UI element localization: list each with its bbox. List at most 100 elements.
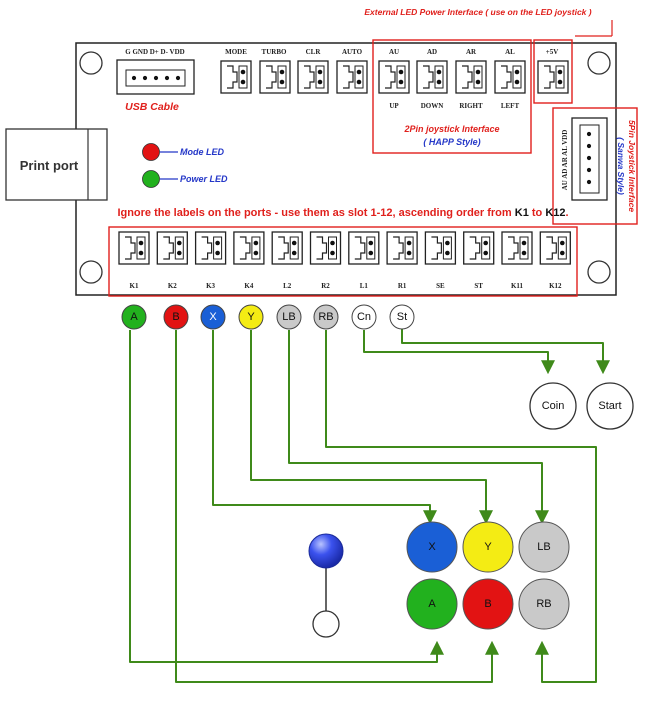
wire-a xyxy=(129,330,444,663)
port-k11-connector xyxy=(501,231,533,265)
port-label: R1 xyxy=(398,282,407,290)
sanwa-connector-inner xyxy=(579,124,600,194)
port-label: K12 xyxy=(549,282,562,290)
slot-instruction-k1: K1 xyxy=(515,207,529,219)
wire-cn xyxy=(363,330,555,375)
mount-hole-tl xyxy=(79,51,103,75)
wire-button-x-label: X xyxy=(209,311,217,323)
panel-a-button xyxy=(406,578,458,630)
right-label: RIGHT xyxy=(459,102,483,110)
wire-button-b xyxy=(163,304,189,330)
wires xyxy=(129,328,610,683)
port-label: R2 xyxy=(321,282,330,290)
top-2pin-connectors xyxy=(220,60,569,94)
port-k12-connector xyxy=(539,231,571,265)
print-port xyxy=(5,128,108,201)
port-label: K2 xyxy=(168,282,177,290)
port-label: K1 xyxy=(130,282,139,290)
top-connector-labels: MODE TURBO CLR AUTO AU AD AR AL +5V xyxy=(225,48,558,56)
mode-connector xyxy=(220,60,252,94)
key-ports-highlight-box xyxy=(108,226,578,297)
port-l1-connector xyxy=(348,231,380,265)
port-label: K3 xyxy=(206,282,215,290)
port-label: K4 xyxy=(244,282,253,290)
coin-button-label: Coin xyxy=(542,400,565,412)
happ-highlight-box xyxy=(372,39,532,154)
port-r2-connector xyxy=(309,231,342,265)
panel-y-label: Y xyxy=(484,541,492,553)
slot-instruction-suffix: . xyxy=(566,207,569,219)
direction-labels: UP DOWN RIGHT LEFT xyxy=(389,102,519,110)
clr-connector xyxy=(297,60,329,94)
panel-x-label: X xyxy=(428,541,436,553)
port-k4-connector xyxy=(233,231,265,265)
print-port-label: Print port xyxy=(20,158,79,173)
sanwa-style: ( Sanwa Style) xyxy=(616,137,626,195)
start-button xyxy=(586,382,634,430)
led-5v-highlight-box xyxy=(533,39,573,104)
ar-label: AR xyxy=(466,48,477,56)
auto-connector xyxy=(336,60,368,94)
wire-button-cn-label: Cn xyxy=(357,311,371,323)
port-st-connector xyxy=(463,231,495,265)
usb-pin-labels: G GND D+ D- VDD xyxy=(125,48,184,56)
usb-cable-label: USB Cable xyxy=(125,101,179,113)
port-l2-connector xyxy=(271,231,303,265)
panel-b-label: B xyxy=(484,598,491,610)
port-label: SE xyxy=(436,282,445,290)
slot-instruction-prefix: Ignore the labels on the ports - use the… xyxy=(117,207,514,219)
wire-x xyxy=(212,330,437,525)
mode-label: MODE xyxy=(225,48,247,56)
port-r1-connector xyxy=(386,231,418,265)
wire-st xyxy=(401,328,610,375)
wire-rb xyxy=(325,330,597,683)
mode-led xyxy=(142,143,160,161)
sanwa-highlight-box xyxy=(552,107,638,225)
port-label: ST xyxy=(474,282,483,290)
wire-button-y xyxy=(238,304,264,330)
led-power-note: External LED Power Interface ( use on th… xyxy=(364,7,591,17)
port-se-connector xyxy=(424,231,457,265)
panel-rb-button xyxy=(518,578,570,630)
auto-label: AUTO xyxy=(342,48,363,56)
wire-lb xyxy=(288,330,549,525)
panel-lb-label: LB xyxy=(537,541,550,553)
5v-connector xyxy=(537,60,569,94)
au-label: AU xyxy=(389,48,399,56)
wire-button-rb xyxy=(313,304,339,330)
port-label: K11 xyxy=(511,282,524,290)
port-label: L1 xyxy=(360,282,369,290)
wire-button-y-label: Y xyxy=(247,311,255,323)
panel-rb-label: RB xyxy=(536,598,551,610)
wire-button-x xyxy=(200,304,226,330)
wire-button-lb-label: LB xyxy=(282,311,295,323)
mount-hole-br xyxy=(587,260,611,284)
wire-button-a-label: A xyxy=(130,311,138,323)
port-k3-connector xyxy=(194,231,227,265)
start-button-label: Start xyxy=(598,400,621,412)
ar-connector xyxy=(455,60,487,94)
5v-label: +5V xyxy=(546,48,559,56)
sanwa-title: 5Pin Joystick Interface xyxy=(627,120,637,212)
wire-button-a xyxy=(121,304,147,330)
turbo-connector xyxy=(259,60,291,94)
slot-instruction: Ignore the labels on the ports - use the… xyxy=(117,207,568,219)
al-connector xyxy=(494,60,526,94)
mount-hole-tr xyxy=(587,51,611,75)
left-label: LEFT xyxy=(501,102,520,110)
sanwa-pin-labels: AU AD AR AL VDD xyxy=(561,130,569,191)
wire-b xyxy=(175,330,499,683)
wire-button-st xyxy=(389,304,415,330)
port-k1-connector xyxy=(118,231,150,265)
usb-connector-inner xyxy=(125,69,186,87)
up-label: UP xyxy=(389,102,399,110)
panel-x-button xyxy=(406,521,458,573)
joystick-base xyxy=(312,610,340,638)
ad-connector xyxy=(416,60,448,94)
port-k2-connector xyxy=(156,231,188,265)
slot-instruction-to: to xyxy=(529,207,546,219)
happ-title: 2Pin joystick Interface xyxy=(403,124,499,134)
